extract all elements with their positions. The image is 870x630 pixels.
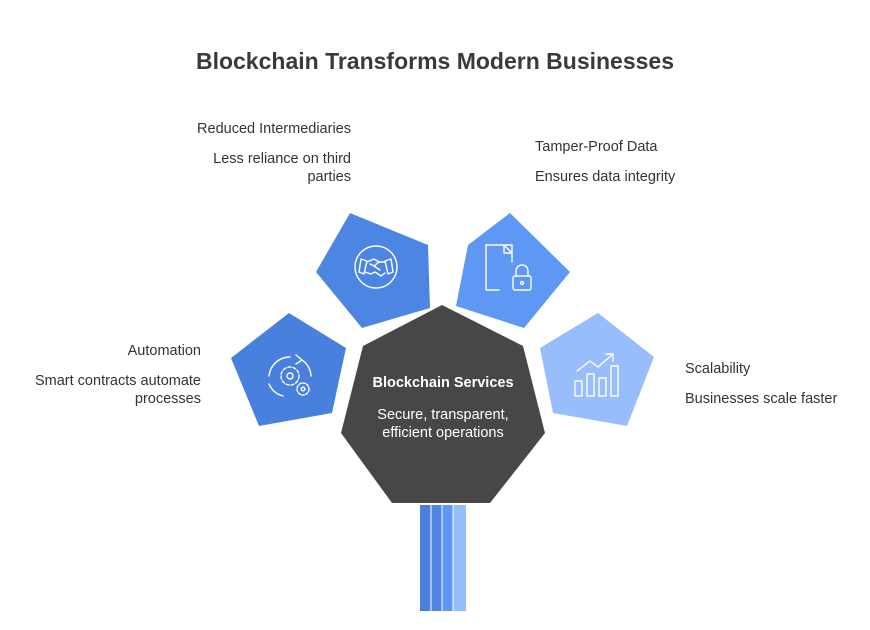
locked-document-icon: [485, 244, 532, 291]
hub-heptagon: [341, 305, 545, 503]
heading-scalability: Scalability: [685, 361, 751, 377]
petal-automation: [231, 313, 346, 426]
desc-tamper-proof-data: Ensures data integrity: [535, 169, 676, 185]
heading-reduced-intermediaries: Reduced Intermediaries: [197, 121, 351, 137]
diagram-title: Blockchain Transforms Modern Businesses: [195, 48, 675, 74]
hub-description: Secure, transparent, efficient operation…: [343, 406, 543, 442]
desc-automation-line2: processes: [134, 391, 201, 407]
desc-scalability: Businesses scale faster: [685, 391, 838, 407]
stem-bar-1: [420, 505, 431, 611]
handshake-icon: [354, 245, 398, 289]
desc-reduced-intermediaries-line1: Less reliance on third: [213, 151, 351, 167]
hub-description-line1: Secure, transparent,: [377, 407, 509, 423]
petal-tamper-proof-data: [456, 213, 570, 328]
growth-chart-icon: [574, 353, 619, 397]
desc-reduced-intermediaries-line2: parties: [307, 169, 351, 185]
heading-automation: Automation: [127, 343, 201, 359]
hub-title: Blockchain Services: [372, 375, 514, 391]
desc-automation-line1: Smart contracts automate: [34, 373, 201, 389]
stem-bar-2: [431, 505, 442, 611]
stem-bar-4: [453, 505, 466, 611]
heading-tamper-proof-data: Tamper-Proof Data: [535, 139, 658, 155]
petal-reduced-intermediaries: [316, 213, 430, 328]
cog-cycle-icon: [268, 354, 312, 397]
petal-scalability: [540, 313, 654, 426]
hub-description-line2: efficient operations: [382, 425, 504, 441]
stem-bar-3: [442, 505, 453, 611]
